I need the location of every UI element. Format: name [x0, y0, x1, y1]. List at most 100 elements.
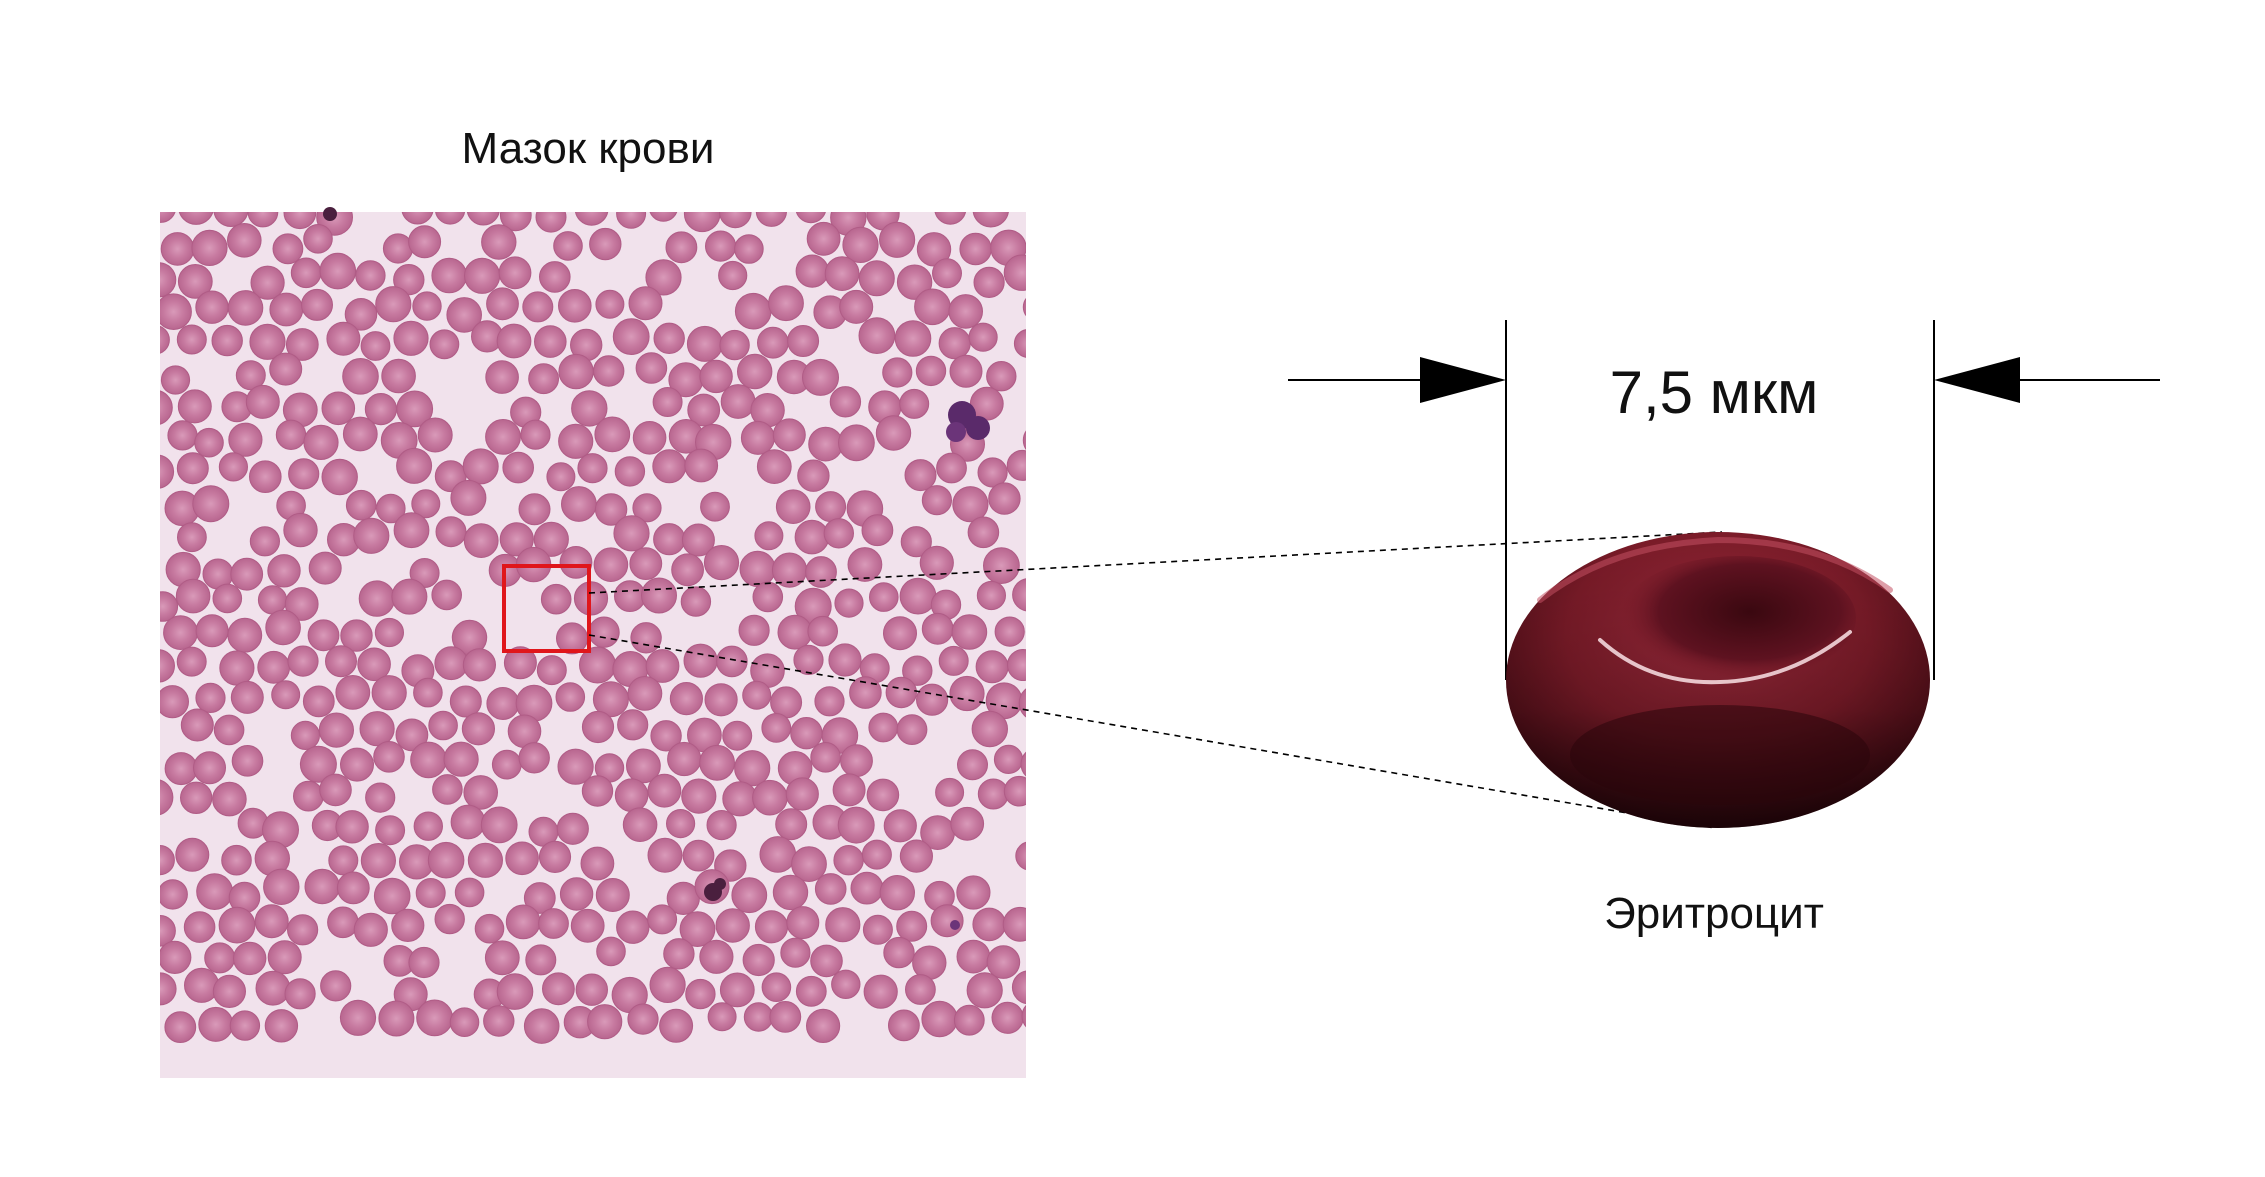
red-blood-cell	[967, 516, 1000, 549]
red-blood-cell	[164, 752, 198, 786]
red-blood-cell	[540, 583, 572, 615]
red-blood-cell	[160, 591, 179, 622]
red-blood-cell	[175, 578, 211, 614]
red-blood-cell	[559, 546, 593, 579]
red-blood-cell	[635, 352, 668, 384]
red-blood-cell	[1058, 416, 1092, 450]
red-blood-cell	[915, 355, 947, 387]
red-blood-cell	[687, 393, 721, 427]
red-blood-cell	[561, 486, 597, 522]
red-blood-cell	[160, 915, 176, 947]
red-blood-cell	[528, 363, 559, 395]
red-blood-cell	[319, 252, 357, 290]
red-blood-cell	[290, 257, 322, 289]
red-blood-cell	[250, 265, 285, 300]
red-blood-cell	[622, 807, 658, 843]
red-blood-cell	[542, 972, 575, 1006]
red-blood-cell	[227, 290, 264, 326]
red-blood-cell	[195, 290, 229, 324]
red-blood-cell	[427, 841, 465, 879]
red-blood-cell	[834, 588, 864, 618]
red-blood-cell	[484, 940, 520, 976]
red-blood-cell	[988, 482, 1021, 515]
red-blood-cell	[581, 775, 614, 807]
red-blood-cell	[900, 526, 932, 558]
red-blood-cell	[810, 742, 841, 773]
red-blood-cell	[594, 493, 628, 526]
red-blood-cell	[335, 810, 369, 844]
red-blood-cell	[307, 619, 340, 652]
red-blood-cell	[866, 778, 900, 812]
red-blood-cell	[785, 777, 819, 811]
red-blood-cell	[167, 420, 198, 451]
red-blood-cell	[340, 619, 373, 652]
red-blood-cell	[355, 260, 386, 291]
red-blood-cell	[952, 486, 989, 523]
red-blood-cell	[221, 844, 252, 876]
red-blood-cell	[357, 647, 391, 682]
red-blood-cell	[396, 390, 434, 428]
red-blood-cell	[177, 522, 207, 553]
platelet-cluster	[323, 207, 960, 930]
red-blood-cell	[780, 937, 811, 968]
red-blood-cell	[831, 969, 861, 999]
red-blood-cell	[160, 649, 175, 683]
red-blood-cell	[193, 751, 226, 785]
red-blood-cell	[344, 298, 378, 331]
red-blood-cell	[921, 485, 953, 516]
red-blood-cell	[807, 615, 839, 647]
red-blood-cell	[581, 710, 615, 744]
red-blood-cell	[160, 454, 175, 489]
red-blood-cell	[731, 877, 768, 914]
red-blood-cell	[450, 804, 486, 840]
red-blood-cell	[428, 710, 458, 741]
red-blood-cell	[968, 322, 998, 352]
red-blood-cell	[211, 324, 243, 357]
red-blood-cell	[1021, 1004, 1026, 1028]
red-blood-cell	[160, 325, 170, 354]
red-blood-cell	[321, 391, 356, 426]
red-blood-cell	[463, 775, 499, 810]
red-blood-cell	[814, 873, 847, 905]
red-blood-cell	[837, 806, 875, 844]
red-blood-cell	[328, 845, 359, 876]
red-blood-cell	[558, 289, 592, 323]
red-blood-cell	[932, 258, 962, 289]
red-blood-cell	[802, 358, 839, 396]
red-blood-cell	[553, 231, 583, 261]
red-blood-cell	[916, 683, 949, 716]
red-blood-cell	[176, 324, 207, 355]
red-blood-cell	[652, 449, 687, 484]
red-blood-cell	[269, 352, 303, 386]
red-blood-cell	[1050, 389, 1081, 420]
red-blood-cell	[360, 843, 396, 879]
red-blood-cell	[681, 778, 717, 814]
erythrocyte-bottom-dark	[1570, 705, 1870, 805]
red-blood-cell	[1061, 745, 1092, 776]
red-blood-cell	[951, 614, 988, 650]
red-blood-cell	[787, 325, 820, 357]
red-blood-cell	[318, 712, 354, 748]
red-blood-cell	[641, 577, 677, 614]
red-blood-cell	[391, 578, 428, 615]
red-blood-cell	[896, 264, 933, 300]
red-blood-cell	[594, 416, 631, 453]
red-blood-cell	[756, 449, 792, 485]
red-blood-cell	[761, 972, 792, 1003]
red-blood-cell	[839, 289, 874, 324]
red-blood-cell	[617, 709, 649, 741]
red-blood-cell	[160, 845, 175, 876]
red-blood-cell	[896, 910, 928, 942]
red-blood-cell	[775, 489, 811, 525]
red-blood-cell	[1065, 1011, 1093, 1039]
red-blood-cell	[522, 291, 554, 323]
red-blood-cell	[373, 741, 405, 773]
red-blood-cell	[1015, 841, 1026, 870]
red-blood-cell	[283, 512, 318, 548]
red-blood-cell	[649, 966, 686, 1004]
red-blood-cell	[571, 390, 608, 427]
red-blood-cell	[534, 325, 567, 358]
red-blood-cell	[288, 458, 320, 490]
red-blood-cell	[1003, 775, 1026, 807]
